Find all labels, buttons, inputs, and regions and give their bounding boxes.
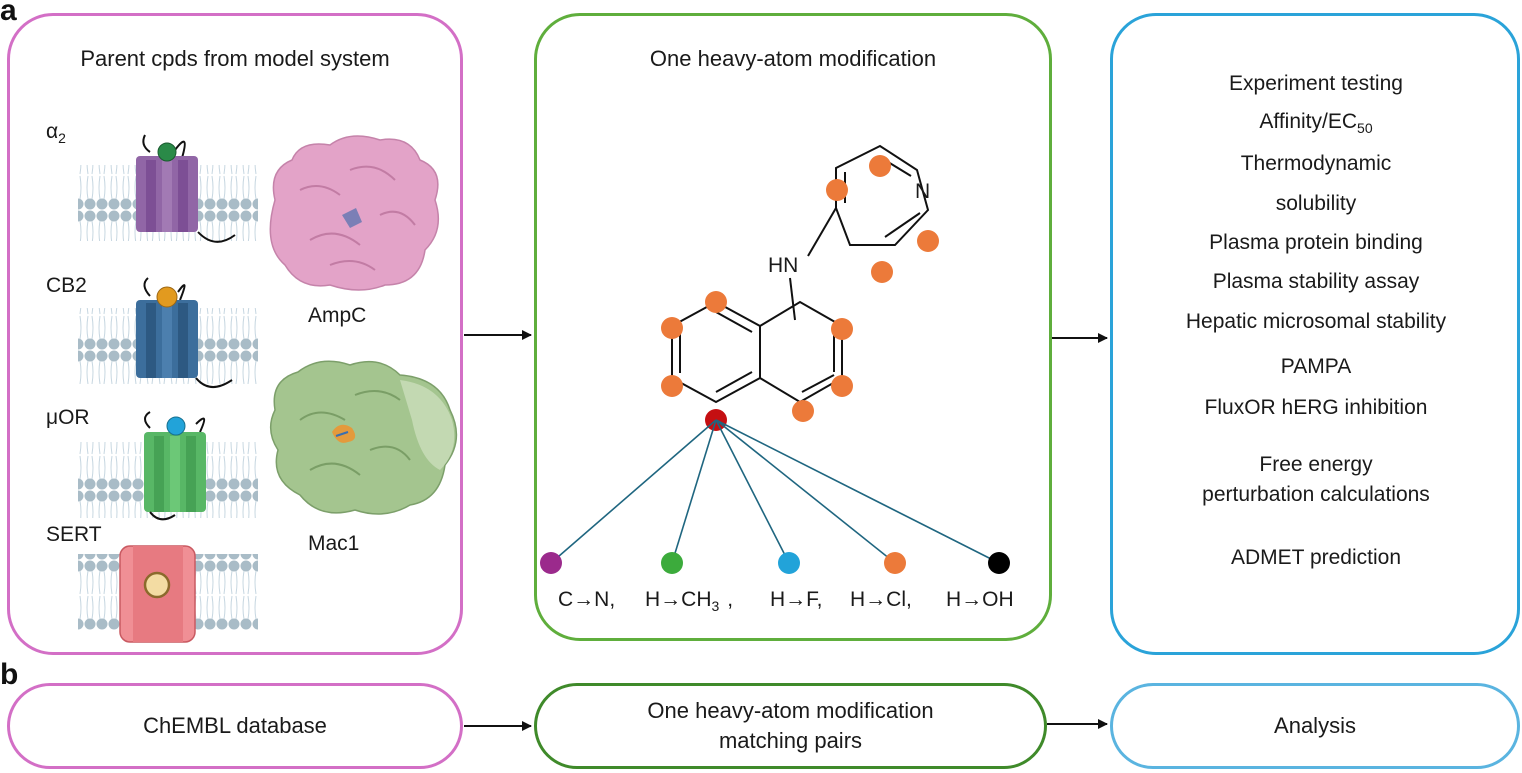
analysis-text: Analysis (1274, 713, 1356, 738)
ec50-subscript: 50 (1357, 120, 1373, 137)
matching-pairs-box: One heavy-atom modification matching pai… (534, 683, 1047, 769)
item-plasma-stability: Plasma stability assay (1212, 270, 1420, 293)
evaluation-box (1110, 13, 1520, 655)
item-solubility: solubility (1275, 192, 1357, 215)
pyridazine-n-label: N (915, 180, 931, 203)
muor-receptor-graphic (78, 411, 258, 521)
mac1-label: Mac1 (308, 532, 360, 555)
panel-letter-a: a (0, 0, 17, 27)
cb2-receptor-graphic (78, 277, 258, 388)
item-experiment-testing: Experiment testing (1229, 72, 1403, 95)
item-affinity-ec50: Affinity/EC50 (1112, 110, 1520, 136)
muor-label: μOR (46, 406, 90, 429)
alpha-subscript: 2 (58, 130, 66, 147)
alpha2-label: α2 (46, 120, 66, 146)
matching-pairs-line2: matching pairs (718, 728, 863, 753)
nh-group-label: HN (768, 254, 799, 277)
item-thermodynamic: Thermodynamic (1240, 152, 1392, 175)
parent-compounds-title: Parent cpds from model system (80, 46, 390, 71)
mac1-protein-surface (269, 360, 458, 515)
item-free-energy: Free energy (1259, 453, 1373, 476)
item-plasma-protein-binding: Plasma protein binding (1209, 231, 1423, 254)
sert-label: SERT (46, 523, 102, 546)
affinity-text: Affinity/EC (1259, 110, 1358, 133)
item-hepatic-microsomal: Hepatic microsomal stability (1185, 310, 1447, 333)
panel-letter-b: b (0, 658, 19, 691)
item-admet: ADMET prediction (1230, 546, 1401, 569)
chembl-box: ChEMBL database (7, 683, 463, 769)
mod-c-to-n: C→N, (558, 588, 616, 611)
matching-pairs-line1: One heavy-atom modification (647, 698, 934, 723)
mod-h-to-cl: H→Cl, (850, 588, 912, 611)
mod-h-to-ch3-sub: 3 (711, 598, 720, 615)
item-fluxor-herg: FluxOR hERG inhibition (1204, 396, 1428, 419)
chembl-text: ChEMBL database (143, 713, 327, 738)
analysis-box: Analysis (1110, 683, 1520, 769)
ampc-protein-surface (269, 135, 440, 291)
mod-h-to-ch3-main: H→CH (645, 588, 712, 611)
alpha2-receptor-graphic (78, 134, 258, 243)
sert-transporter-graphic (78, 545, 258, 643)
cb2-label: CB2 (46, 274, 87, 297)
mod-h-to-oh: H→OH (946, 588, 1014, 611)
alpha-text: α (46, 120, 59, 143)
mod-h-to-ch3: H→CH3, (645, 588, 733, 614)
mod-h-to-f: H→F, (770, 588, 823, 611)
item-pampa: PAMPA (1280, 355, 1352, 378)
modification-title: One heavy-atom modification (649, 46, 937, 71)
mod-h-to-ch3-comma: , (727, 588, 734, 611)
item-perturbation-calc: perturbation calculations (1202, 483, 1430, 506)
ampc-label: AmpC (308, 304, 367, 327)
modification-box (534, 13, 1052, 641)
